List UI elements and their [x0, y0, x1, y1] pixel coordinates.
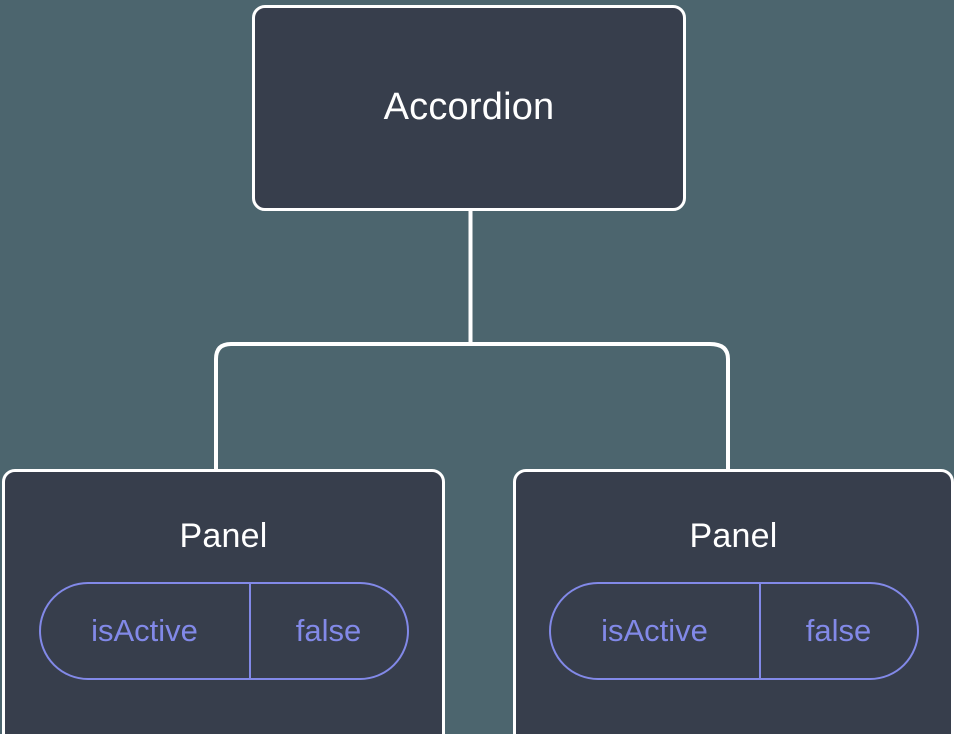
prop-key: isActive	[41, 584, 251, 679]
prop-value: false	[805, 613, 872, 649]
node-title: Panel	[179, 517, 268, 555]
node-title: Panel	[689, 517, 778, 555]
node-title: Accordion	[383, 86, 555, 129]
tree-node-panel-2[interactable]: Panel isActive false	[513, 469, 954, 734]
tree-node-accordion[interactable]: Accordion	[252, 5, 686, 211]
prop-key: isActive	[551, 584, 761, 679]
prop-badge-isactive[interactable]: isActive false	[38, 582, 409, 681]
prop-value: false	[295, 613, 362, 649]
prop-badge-isactive[interactable]: isActive false	[548, 582, 919, 681]
tree-node-panel-1[interactable]: Panel isActive false	[2, 469, 445, 734]
edge-branch-bar	[214, 342, 730, 470]
